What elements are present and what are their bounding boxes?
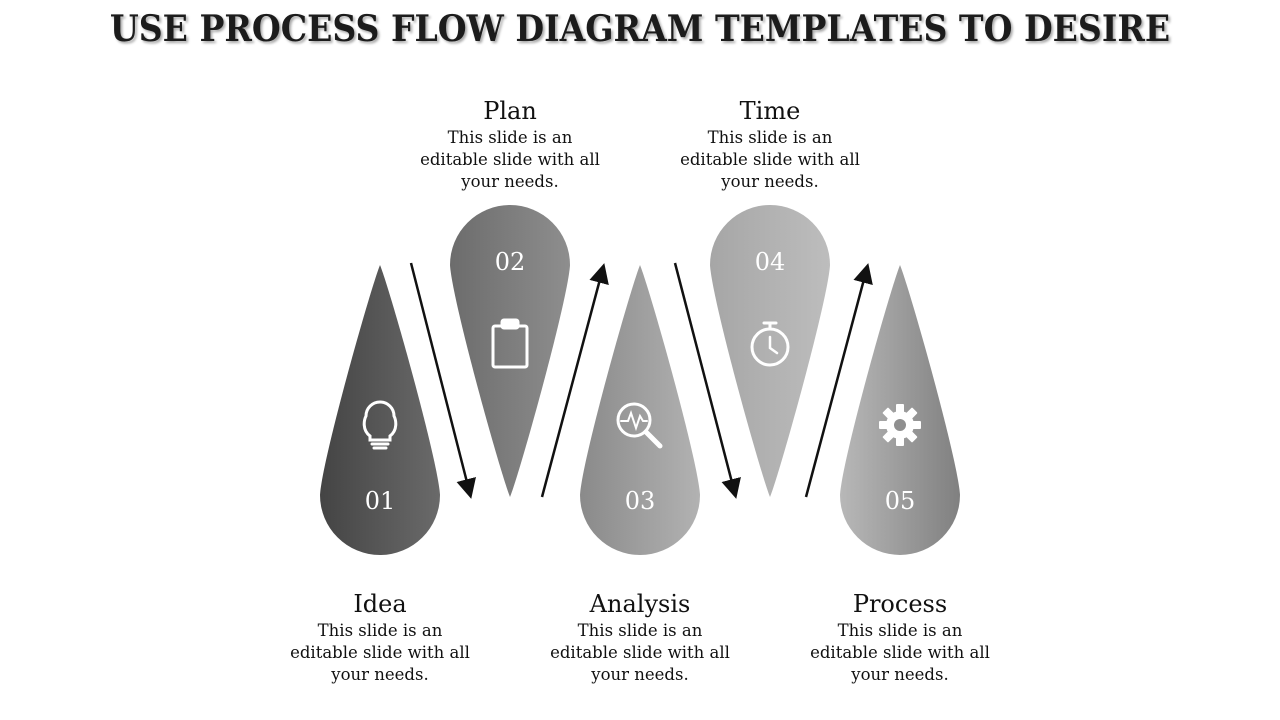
arrow-03-to-04	[673, 262, 741, 499]
step-heading: Time	[739, 97, 801, 125]
gear-icon	[879, 404, 921, 446]
lightbulb-icon	[362, 400, 398, 450]
caption-plan: Plan This slide is an editable slide wit…	[380, 97, 640, 193]
step-number: 03	[625, 487, 656, 515]
step-description: This slide is an editable slide with all…	[420, 128, 600, 191]
arrow-04-to-05	[804, 263, 873, 498]
step-shape-03: 03	[580, 265, 700, 555]
step-shape-02: 02	[450, 205, 570, 497]
step-heading: Plan	[483, 97, 537, 125]
arrow-02-to-03	[540, 263, 609, 498]
step-heading: Idea	[353, 590, 407, 618]
arrow-01-to-02	[409, 262, 476, 499]
step-number: 01	[365, 487, 396, 515]
step-shape-05: 05	[840, 265, 960, 555]
clipboard-icon	[491, 318, 529, 369]
step-description: This slide is an editable slide with all…	[550, 621, 730, 684]
step-number: 02	[495, 248, 526, 276]
step-description: This slide is an editable slide with all…	[290, 621, 470, 684]
caption-time: Time This slide is an editable slide wit…	[640, 97, 900, 193]
step-shape-04: 04	[710, 205, 830, 497]
step-number: 04	[755, 248, 786, 276]
step-number: 05	[885, 487, 916, 515]
step-description: This slide is an editable slide with all…	[680, 128, 860, 191]
step-shape-01: 01	[320, 265, 440, 555]
caption-analysis: Analysis This slide is an editable slide…	[510, 590, 770, 686]
magnifier-pulse-icon	[616, 402, 663, 449]
stopwatch-icon	[750, 321, 790, 367]
step-heading: Analysis	[589, 590, 691, 618]
slide-title: USE PROCESS FLOW DIAGRAM TEMPLATES TO DE…	[109, 8, 1171, 50]
step-description: This slide is an editable slide with all…	[810, 621, 990, 684]
caption-process: Process This slide is an editable slide …	[770, 590, 1030, 686]
step-heading: Process	[852, 590, 948, 618]
caption-idea: Idea This slide is an editable slide wit…	[250, 590, 510, 686]
